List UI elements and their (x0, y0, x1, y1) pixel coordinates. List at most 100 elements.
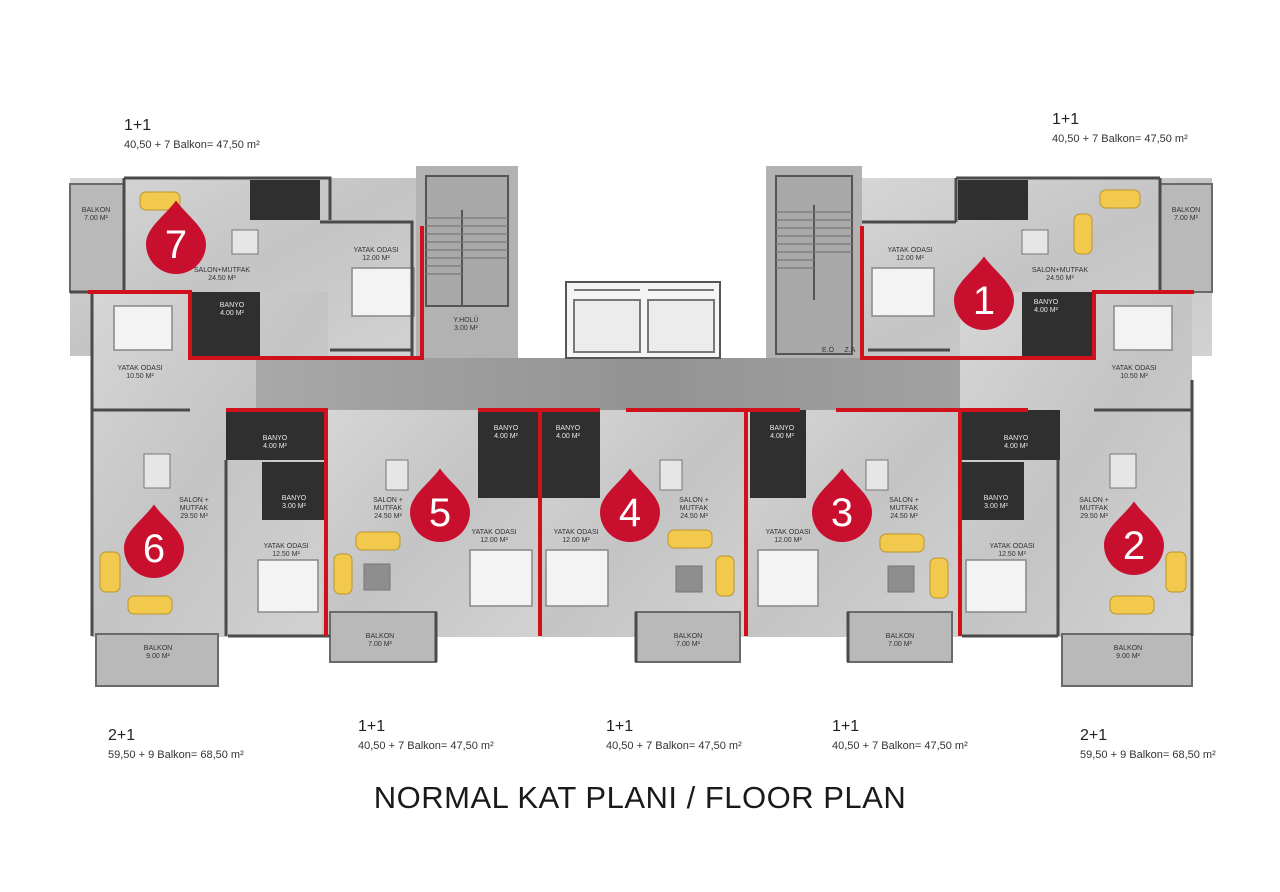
room-label-line: YATAK ODASI (989, 543, 1034, 550)
marker-drop-shape (1104, 501, 1164, 575)
room-label-line: 4.00 M² (263, 443, 287, 450)
room-label-line: YATAK ODASI (887, 247, 932, 254)
elevator-car-left (573, 299, 641, 353)
sofa-u7 (139, 191, 181, 211)
room-label-line: 7.00 M² (84, 215, 108, 222)
room-label-line: Y.HOLÜ (453, 316, 478, 324)
room-label-line: BANYO (220, 302, 245, 309)
room-label-line: BALKON (366, 633, 394, 640)
room-label-line: 4.00 M² (220, 310, 244, 317)
bath-zone-u3 (750, 410, 806, 498)
stair-treads (425, 175, 853, 355)
unit-2-area: 59,50 + 9 Balkon= 68,50 m² (1080, 749, 1216, 761)
room-label-line: SALON + (889, 497, 919, 504)
sofa-u2a (1165, 551, 1187, 593)
unit-3-area: 40,50 + 7 Balkon= 47,50 m² (832, 740, 968, 752)
room-label-line: 10.50 M² (126, 373, 154, 380)
room-label-line: BALKON (82, 207, 110, 214)
unit-1-area: 40,50 + 7 Balkon= 47,50 m² (1052, 133, 1188, 145)
sofa-u6b (127, 595, 173, 615)
room-label-line: 4.00 M² (1004, 443, 1028, 450)
room-label-line: 29.50 M² (1080, 513, 1108, 520)
divider-u6 (226, 408, 328, 636)
divider-u1 (860, 226, 1194, 360)
sofa-u3a (879, 533, 925, 553)
unit-5-type: 1+1 (358, 718, 386, 735)
unit-4-area: 40,50 + 7 Balkon= 47,50 m² (606, 740, 742, 752)
bed-u4 (545, 549, 609, 607)
marker-drop-shape (812, 468, 872, 542)
marker-number: 4 (619, 491, 641, 535)
unit-marker-7: 7 (146, 200, 206, 274)
sofa-u5a (355, 531, 401, 551)
bed-u3 (757, 549, 819, 607)
room-label-line: SALON+MUTFAK (194, 267, 251, 274)
room-label-line: BALKON (886, 633, 914, 640)
marker-number: 7 (165, 223, 187, 267)
elevator-car-right (647, 299, 715, 353)
balcony-unit-4 (635, 611, 741, 663)
unit-7-type: 1+1 (124, 117, 152, 134)
room-label-line: BANYO (770, 425, 795, 432)
unit-7-area: 40,50 + 7 Balkon= 47,50 m² (124, 139, 260, 151)
unit-1-type: 1+1 (1052, 111, 1080, 128)
room-label-line: YATAK ODASI (765, 529, 810, 536)
balcony-unit-2 (1061, 633, 1193, 687)
room-label-line: 12.00 M² (480, 537, 508, 544)
room-label-line: YATAK ODASI (117, 365, 162, 372)
room-label-line: 12.00 M² (896, 255, 924, 262)
bed-u5 (469, 549, 533, 607)
unit-marker-3: 3 (812, 468, 872, 542)
room-label-line: SALON + (1079, 497, 1109, 504)
divider-u7 (88, 226, 424, 360)
room-label-line: BANYO (1004, 435, 1029, 442)
unit-marker-4: 4 (600, 468, 660, 542)
marker-number: 3 (831, 491, 853, 535)
sofa-u6a (99, 551, 121, 593)
sofas (99, 189, 1187, 615)
room-label-line: 12.00 M² (362, 255, 390, 262)
balcony-unit-7 (69, 183, 125, 293)
bed-u2a (1113, 305, 1173, 351)
room-label-line: YATAK ODASI (553, 529, 598, 536)
balconies (69, 183, 1213, 687)
kitchen-zone-u1 (958, 180, 1028, 220)
unit-6-type: 2+1 (108, 727, 136, 744)
marker-drop-shape (600, 468, 660, 542)
unit-5-area: 40,50 + 7 Balkon= 47,50 m² (358, 740, 494, 752)
room-label-line: 24.50 M² (374, 513, 402, 520)
room-label-line: 9.00 M² (146, 653, 170, 660)
bath-zone-u5 (478, 410, 540, 498)
bath-zone-u7 (190, 292, 260, 358)
marker-number: 2 (1123, 524, 1145, 568)
room-label-za: Z.A (845, 347, 856, 354)
room-label-line: MUTFAK (890, 505, 919, 512)
room-label-line: 3.00 M² (984, 503, 1008, 510)
sofa-u5b (333, 553, 353, 595)
room-label-line: 24.50 M² (680, 513, 708, 520)
room-label-line: SALON+MUTFAK (1032, 267, 1089, 274)
marker-drop-shape (954, 256, 1014, 330)
room-label-eo: E.Ö (822, 346, 835, 354)
room-label-line: 3.00 M² (282, 503, 306, 510)
sofa-u4a (667, 529, 713, 549)
room-label-line: 24.50 M² (208, 275, 236, 282)
